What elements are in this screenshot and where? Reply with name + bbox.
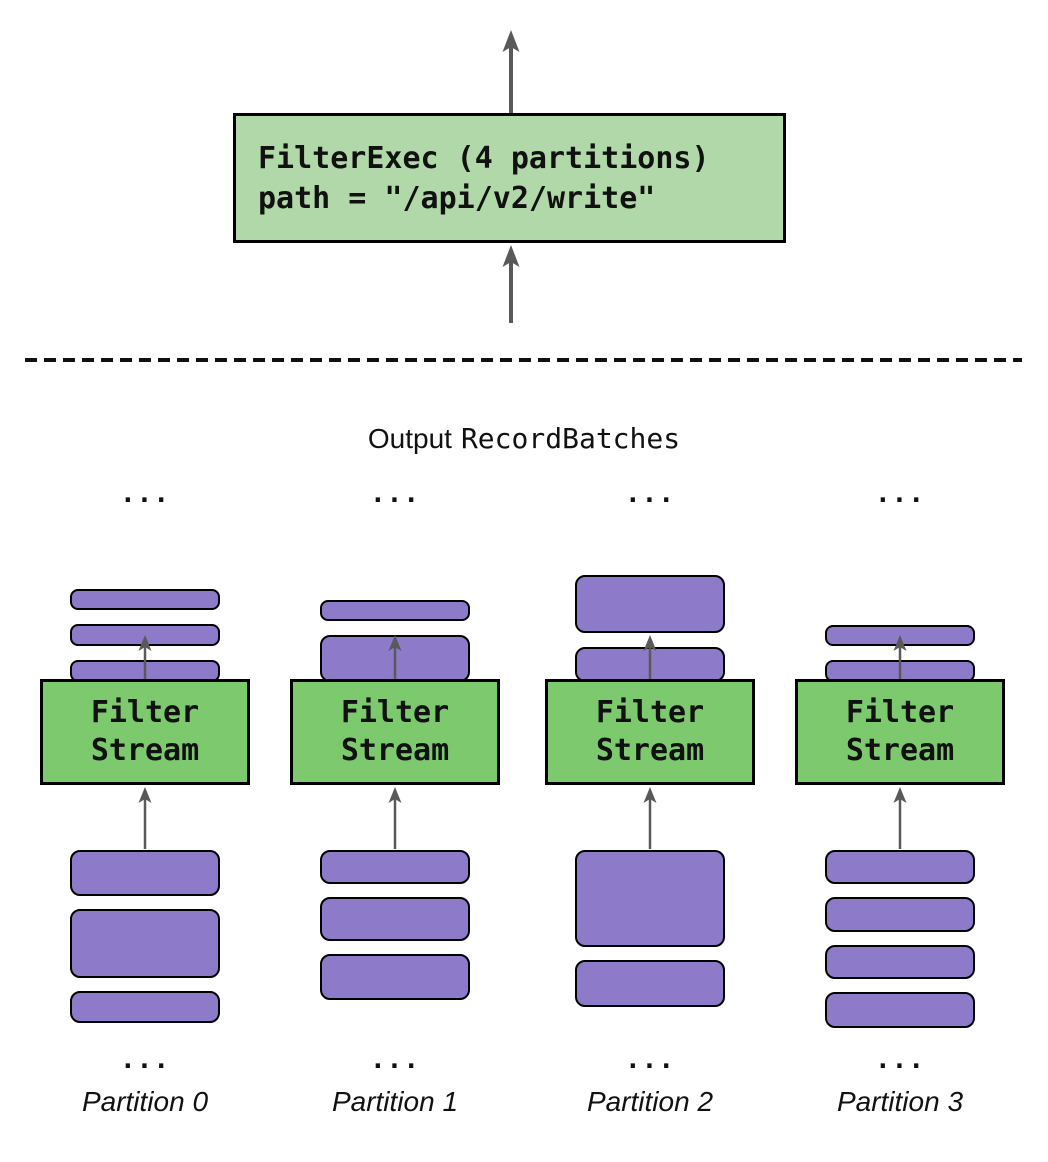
filter-stream-label-line2: Stream	[340, 733, 450, 768]
ellipsis-bottom: ...	[120, 1045, 170, 1075]
arrow-up-icon	[388, 635, 402, 680]
partition-column: ... Filter Stream ... Partition 3	[795, 480, 1005, 1160]
partition-label: Partition 2	[586, 1086, 714, 1117]
output-arrow-up-icon	[502, 30, 520, 114]
record-batch	[320, 954, 470, 1000]
filter-stream-label-line2: Stream	[90, 733, 200, 768]
ellipsis-top: ...	[625, 479, 675, 509]
filter-exec-path: path = "/api/v2/write"	[258, 180, 656, 216]
record-batch	[70, 589, 220, 610]
record-batch	[70, 909, 220, 978]
record-batch	[575, 960, 725, 1007]
partition-label: Partition 0	[81, 1086, 209, 1117]
filter-stream-label-line2: Stream	[845, 733, 955, 768]
filter-stream-label-line1: Filter	[595, 695, 705, 730]
arrow-up-icon	[643, 787, 657, 849]
filter-stream-box: Filter Stream	[290, 679, 500, 785]
filter-stream-box: Filter Stream	[545, 679, 755, 785]
ellipsis-top: ...	[875, 479, 925, 509]
input-batch-stack	[795, 850, 1005, 1028]
filter-stream-box: Filter Stream	[40, 679, 250, 785]
arrow-up-icon	[138, 635, 152, 680]
output-recordbatches-label: Output RecordBatches	[0, 422, 1048, 455]
record-batch	[825, 850, 975, 884]
ellipsis-top: ...	[120, 479, 170, 509]
record-batch	[825, 897, 975, 932]
partition-label: Partition 3	[836, 1086, 964, 1117]
dashed-divider-line	[25, 358, 1022, 362]
filter-stream-label-line1: Filter	[340, 695, 450, 730]
record-batch	[575, 575, 725, 633]
partition-column: ... Filter Stream ... Partition 0	[40, 480, 250, 1160]
record-batch	[70, 850, 220, 896]
arrow-up-icon	[893, 787, 907, 849]
input-batch-stack	[290, 850, 500, 1000]
ellipsis-bottom: ...	[625, 1045, 675, 1075]
ellipsis-bottom: ...	[875, 1045, 925, 1075]
record-batch	[320, 600, 470, 621]
ellipsis-bottom: ...	[370, 1045, 420, 1075]
arrow-up-icon	[893, 635, 907, 680]
partition-column: ... Filter Stream ... Partition 1	[290, 480, 500, 1160]
recordbatches-label-text: RecordBatches	[460, 422, 681, 455]
filter-stream-label-line1: Filter	[90, 695, 200, 730]
record-batch	[320, 850, 470, 884]
input-batch-stack	[545, 850, 755, 1007]
partition-label: Partition 1	[331, 1086, 459, 1117]
arrow-up-icon	[388, 787, 402, 849]
record-batch	[320, 897, 470, 941]
filter-stream-box: Filter Stream	[795, 679, 1005, 785]
filter-stream-label-line1: Filter	[845, 695, 955, 730]
arrow-up-icon	[643, 635, 657, 680]
filter-exec-title: FilterExec (4 partitions)	[258, 140, 710, 176]
record-batch	[70, 991, 220, 1023]
record-batch	[825, 945, 975, 979]
input-batch-stack	[40, 850, 250, 1023]
ellipsis-top: ...	[370, 479, 420, 509]
input-arrow-up-icon	[502, 245, 520, 323]
filter-exec-box: FilterExec (4 partitions) path = "/api/v…	[233, 113, 786, 243]
record-batch	[825, 992, 975, 1028]
partition-column: ... Filter Stream ... Partition 2	[545, 480, 755, 1160]
record-batch	[575, 850, 725, 947]
filter-stream-label-line2: Stream	[595, 733, 705, 768]
arrow-up-icon	[138, 787, 152, 849]
output-label-text: Output	[367, 423, 452, 454]
